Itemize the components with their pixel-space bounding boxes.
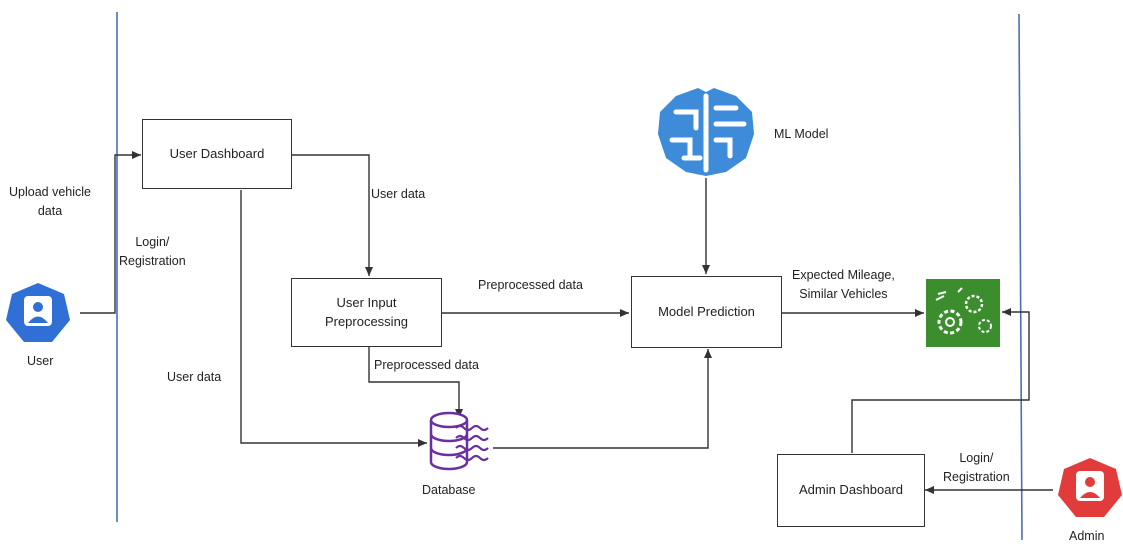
expected-mileage-label: Expected Mileage, Similar Vehicles	[792, 266, 895, 305]
user-icon	[6, 283, 70, 342]
edge-preprocessing-to-database	[368, 346, 463, 418]
upload-line2: data	[37, 204, 63, 219]
database-label: Database	[422, 483, 476, 497]
brain-icon	[658, 88, 754, 176]
expected-line2: Similar Vehicles	[799, 287, 888, 302]
edge-admin-to-output	[851, 308, 1030, 453]
login-admin-line1: Login/	[959, 451, 994, 465]
edge-user-to-dashboard	[80, 151, 141, 314]
edge-dashboard-to-preprocessing	[292, 154, 373, 276]
model-prediction-label: Model Prediction	[658, 303, 755, 319]
admin-icon	[1058, 458, 1122, 517]
edge-dashboard-to-database	[240, 190, 427, 447]
user-dashboard-label: User Dashboard	[169, 145, 265, 161]
database-icon	[429, 411, 489, 471]
login-registration-admin-label: Login/ Registration	[943, 449, 1010, 488]
ml-model-label: ML Model	[774, 127, 829, 141]
right-swimlane-line	[1018, 13, 1023, 541]
login-registration-user-label: Login/ Registration	[119, 233, 186, 272]
admin-label: Admin	[1069, 529, 1105, 543]
user-dashboard-box: User Dashboard	[142, 119, 292, 189]
output-gears-icon	[926, 279, 1000, 347]
user-data-label-left: User data	[167, 370, 222, 384]
model-prediction-box: Model Prediction	[631, 276, 782, 348]
user-input-line1: User Input	[336, 294, 397, 310]
user-input-line2: Preprocessing	[324, 313, 409, 329]
user-input-preprocessing-box: User Input Preprocessing	[291, 278, 442, 347]
login-user-line2: Registration	[119, 254, 186, 269]
login-admin-line2: Registration	[943, 470, 1010, 485]
upload-line1: Upload vehicle	[9, 185, 91, 199]
admin-dashboard-box: Admin Dashboard	[777, 454, 925, 527]
user-label: User	[27, 354, 54, 368]
admin-dashboard-label: Admin Dashboard	[798, 482, 904, 498]
preprocessed-data-label-bottom: Preprocessed data	[374, 358, 479, 372]
expected-line1: Expected Mileage,	[792, 268, 895, 282]
login-user-line1: Login/	[135, 235, 170, 249]
preprocessed-data-label-top: Preprocessed data	[478, 278, 583, 292]
upload-vehicle-data-label: Upload vehicle data	[9, 183, 91, 222]
user-input-preprocessing-label: User Input Preprocessing	[325, 294, 408, 332]
user-data-label-top: User data	[371, 187, 426, 201]
edge-database-to-model	[493, 349, 712, 449]
